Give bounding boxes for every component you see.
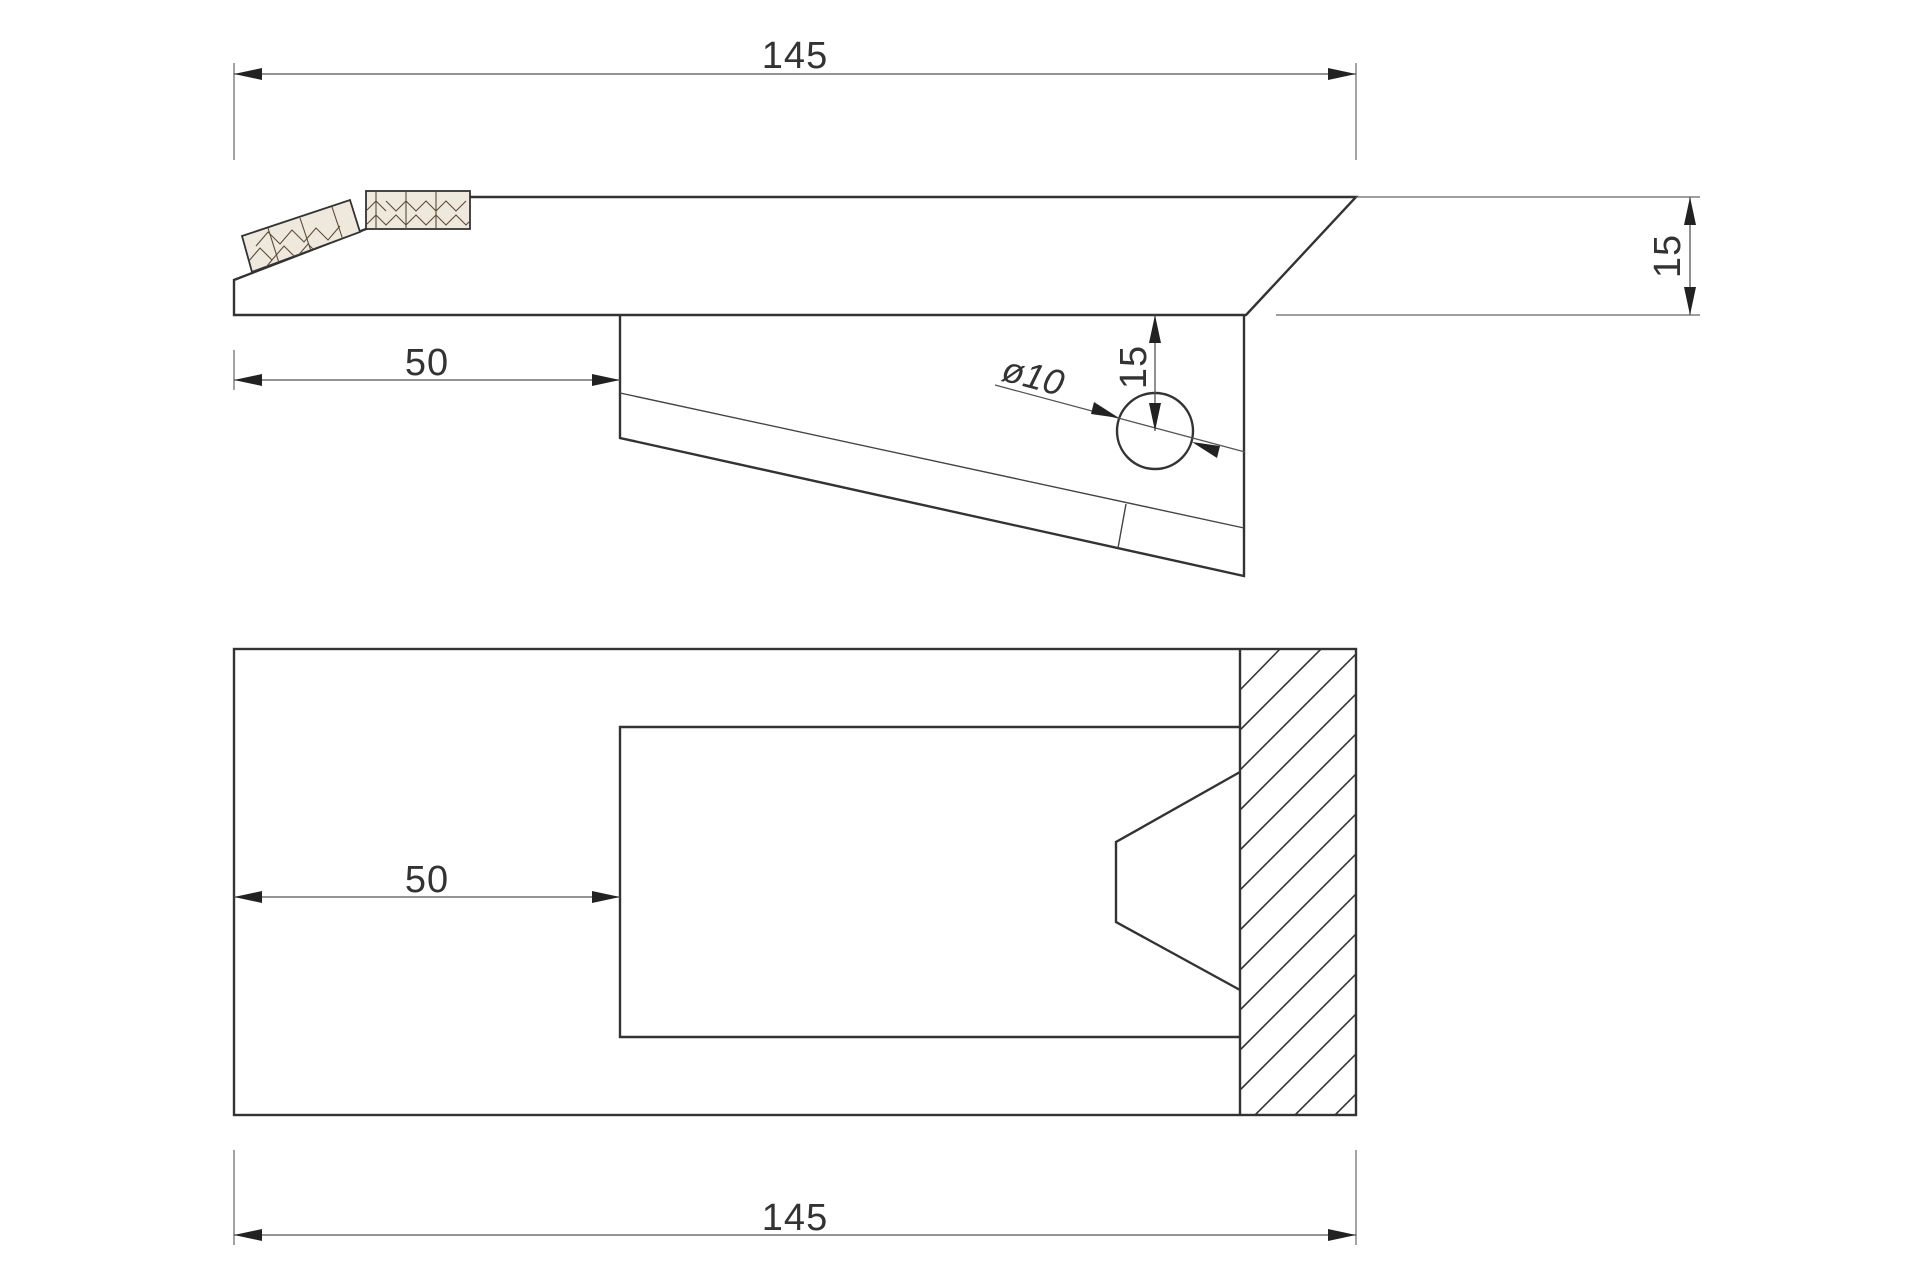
top-length-label: 145 [762, 35, 828, 77]
arrowhead [1684, 287, 1696, 315]
bracket-break-line [1117, 503, 1127, 549]
arrowhead [1149, 403, 1161, 431]
hole-diameter-label: ø10 [998, 348, 1069, 404]
arrowhead [592, 891, 620, 903]
arrowhead [234, 1229, 262, 1241]
hole-diameter-leader [994, 384, 1246, 453]
bracket-outline [618, 315, 1246, 578]
arrowhead [592, 374, 620, 386]
top-length-dimension: 145 [233, 35, 1357, 160]
side-view: 145 [232, 35, 1700, 578]
plan-outline [232, 647, 1358, 1117]
arrowhead [234, 68, 262, 80]
hatched-edge [1240, 649, 1356, 1115]
arrowhead [1684, 197, 1696, 225]
arrowhead [1328, 1229, 1356, 1241]
arrowhead [234, 374, 262, 386]
bracket [618, 315, 1246, 578]
ceramic-tiles [240, 190, 471, 274]
arrowhead [234, 891, 262, 903]
hole-position-dimension: 15 [1113, 315, 1161, 431]
thickness-label: 15 [1647, 234, 1689, 278]
hole-position-label: 15 [1113, 345, 1155, 389]
arrowhead [1149, 315, 1161, 343]
bottom-length-label: 145 [762, 1197, 828, 1239]
bracket-footprint [618, 725, 1240, 1039]
bracket-inner-line [619, 392, 1245, 529]
tile-angled [240, 198, 362, 274]
side-offset-dimension: 50 [233, 342, 620, 390]
plan-offset-label: 50 [405, 859, 449, 901]
bottom-length-dimension: 145 [233, 1150, 1357, 1245]
arrowhead [1192, 442, 1220, 458]
arrowhead [1091, 402, 1119, 418]
side-offset-label: 50 [405, 342, 449, 384]
plan-view: 50 145 [232, 647, 1358, 1245]
plan-offset-dimension: 50 [234, 859, 620, 903]
trapezoid-slot [1114, 770, 1241, 992]
arrowhead [1328, 68, 1356, 80]
thickness-dimension: 15 [1276, 196, 1700, 316]
